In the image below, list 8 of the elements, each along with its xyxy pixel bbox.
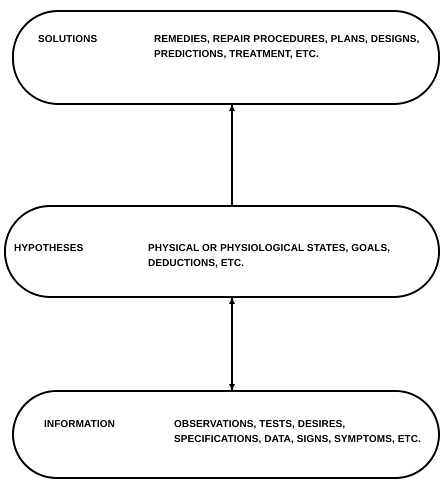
category-heading: HYPOTHESES [14,242,84,256]
arrow [229,298,235,390]
category-heading: INFORMATION [44,418,116,432]
description-text: OBSERVATIONS, TESTS, DESIRES, SPECIFICATIONS, DATA, SIGNS, SYMPTOMS, ETC. [174,418,422,447]
description-text: PHYSICAL OR PHYSIOLOGICAL STATES, GOALS, DEDUCTIONS, ETC. [148,242,392,271]
category-heading: SOLUTIONS [38,33,98,47]
arrow [229,105,235,205]
description-text: REMEDIES, REPAIR PROCEDURES, PLANS, DESIGNS, PREDICTIONS, TREATMENT, ETC. [154,33,420,62]
